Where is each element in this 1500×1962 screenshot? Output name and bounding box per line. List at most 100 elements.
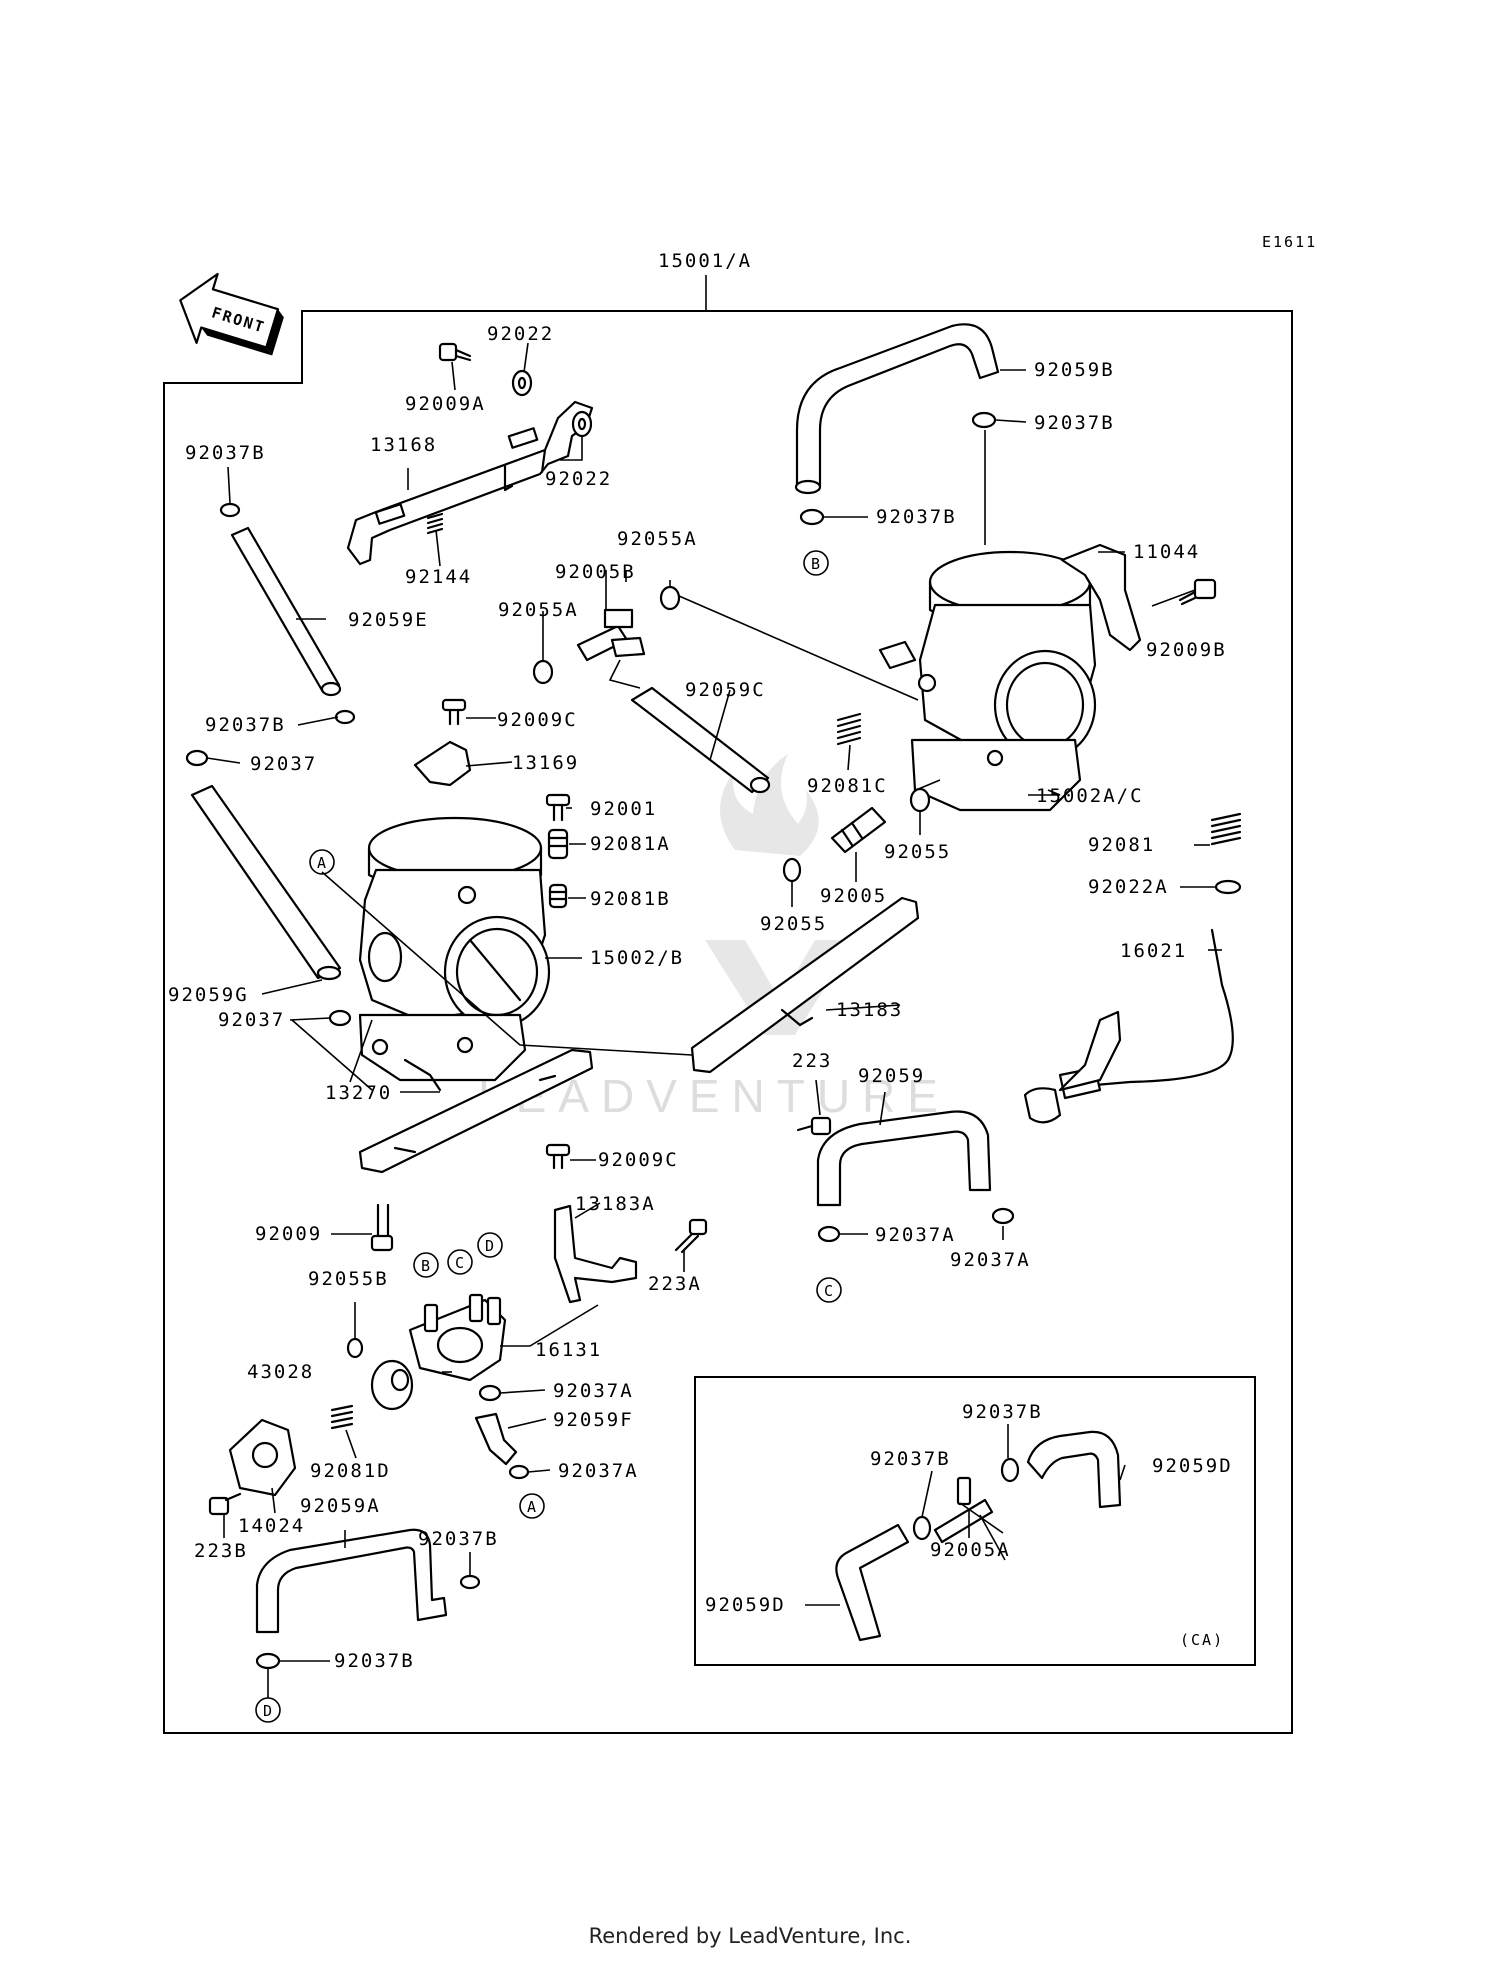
label-92037b-top: 92037B xyxy=(185,442,266,464)
cable-16021 xyxy=(1023,928,1234,1124)
marker-d-bottom: D xyxy=(255,1697,281,1723)
label-92037a-c: 92037A xyxy=(875,1224,956,1246)
screw-223b xyxy=(208,1492,242,1516)
oring-92055b xyxy=(346,1337,364,1359)
svg-text:C: C xyxy=(455,1254,464,1272)
label-92037b-lower-right: 92037B xyxy=(418,1528,499,1550)
assembly-frame xyxy=(163,310,1293,1734)
marker-d-pump: D xyxy=(477,1232,503,1258)
label-92055b: 92055B xyxy=(308,1268,389,1290)
label-92037b-d: 92037B xyxy=(334,1650,415,1672)
label-92022-top: 92022 xyxy=(487,323,554,345)
marker-b-pump: B xyxy=(413,1252,439,1278)
label-92081b: 92081B xyxy=(590,888,671,910)
hose-92059g xyxy=(190,784,342,981)
hose-92059d-right xyxy=(1026,1430,1122,1509)
label-92055a-right: 92055A xyxy=(617,528,698,550)
screw-92009b xyxy=(1178,578,1217,606)
label-92037a-pump: 92037A xyxy=(553,1380,634,1402)
clamp-92037b-inset-right xyxy=(1000,1457,1020,1483)
label-223a: 223A xyxy=(648,1273,702,1295)
label-92037b-right: 92037B xyxy=(1034,412,1115,434)
label-92037b-b: 92037B xyxy=(876,506,957,528)
carburetor-15002b xyxy=(358,816,551,1092)
label-92037b-inset-right: 92037B xyxy=(962,1401,1043,1423)
svg-text:B: B xyxy=(421,1257,430,1275)
label-92059a: 92059A xyxy=(300,1495,381,1517)
label-92037b-lower: 92037B xyxy=(205,714,286,736)
label-43028: 43028 xyxy=(247,1361,314,1383)
marker-a-bottom: A xyxy=(519,1493,545,1519)
hose-92059c xyxy=(630,686,771,794)
label-92055-mid: 92055 xyxy=(760,913,827,935)
label-92009a: 92009A xyxy=(405,393,486,415)
label-16021: 16021 xyxy=(1120,940,1187,962)
spring-92081d xyxy=(330,1404,354,1430)
hose-92059e xyxy=(230,526,342,697)
oring-92055-right xyxy=(909,787,931,813)
clamp-92037a-a xyxy=(508,1464,530,1480)
label-92005a: 92005A xyxy=(930,1539,1011,1561)
clamp-92037-lower xyxy=(328,1009,352,1027)
screw-223a xyxy=(674,1218,708,1254)
label-92081d: 92081D xyxy=(310,1460,391,1482)
label-223b: 223B xyxy=(194,1540,248,1562)
marker-c-pump: C xyxy=(447,1249,473,1275)
label-15002b: 15002/B xyxy=(590,947,684,969)
marker-b-top: B xyxy=(803,550,829,576)
label-92059g: 92059G xyxy=(168,984,249,1006)
label-92059d-right: 92059D xyxy=(1152,1455,1233,1477)
label-15002ac: 15002A/C xyxy=(1036,785,1144,807)
spring-92081b xyxy=(548,883,568,909)
washer-92022-2 xyxy=(571,410,593,438)
label-13168: 13168 xyxy=(370,434,437,456)
svg-text:A: A xyxy=(527,1498,536,1516)
label-92022a: 92022A xyxy=(1088,876,1169,898)
label-92037a-right: 92037A xyxy=(950,1249,1031,1271)
fitting-92005b xyxy=(576,608,646,662)
label-92009b: 92009B xyxy=(1146,639,1227,661)
fuel-pump-16131 xyxy=(408,1293,507,1382)
svg-text:D: D xyxy=(485,1237,494,1255)
label-92009c-top: 92009C xyxy=(497,709,578,731)
inset-label: (CA) xyxy=(1180,1631,1224,1649)
clamp-92037b-lower-right xyxy=(459,1574,481,1590)
label-13183: 13183 xyxy=(836,999,903,1021)
cap-13169 xyxy=(413,740,472,787)
label-92055a-left: 92055A xyxy=(498,599,579,621)
spring-92081a xyxy=(547,828,569,860)
label-92059c: 92059C xyxy=(685,679,766,701)
screw-92009c-top xyxy=(441,698,467,726)
oring-92055a-left xyxy=(532,659,554,685)
clamp-92037b-inset-left xyxy=(912,1515,932,1541)
clamp-92037b-lower xyxy=(334,709,356,725)
fitting-92005a xyxy=(933,1476,994,1544)
oring-92055a-right xyxy=(659,585,681,611)
diagram-code: E1611 xyxy=(1262,233,1317,251)
pump-cover-14024 xyxy=(228,1418,297,1497)
svg-text:C: C xyxy=(824,1282,833,1300)
bracket-11044 xyxy=(1060,543,1142,652)
label-92005: 92005 xyxy=(820,885,887,907)
screw-92009 xyxy=(370,1203,394,1252)
hose-92059a xyxy=(255,1528,448,1634)
label-92059b: 92059B xyxy=(1034,359,1115,381)
label-92005b: 92005B xyxy=(555,561,636,583)
clamp-92037b-b xyxy=(799,508,825,526)
label-16131: 16131 xyxy=(535,1339,602,1361)
svg-text:A: A xyxy=(317,854,326,872)
label-13169: 13169 xyxy=(512,752,579,774)
diaphragm-43028 xyxy=(370,1359,414,1411)
label-92037-lower: 92037 xyxy=(218,1009,285,1031)
part-labels: 92022 92009A 13168 92022 92144 92037B 92… xyxy=(168,323,1233,1672)
label-92059f: 92059F xyxy=(553,1409,634,1431)
footer-credit: Rendered by LeadVenture, Inc. xyxy=(588,1924,912,1948)
link-plate-13270 xyxy=(358,1048,594,1174)
hose-92059f xyxy=(474,1412,518,1466)
oring-92055-mid xyxy=(782,857,802,883)
hose-92059 xyxy=(816,1110,992,1207)
svg-text:D: D xyxy=(263,1702,272,1720)
bracket-13168 xyxy=(346,400,594,566)
inset-frame xyxy=(694,1376,1256,1666)
label-92081c: 92081C xyxy=(807,775,888,797)
